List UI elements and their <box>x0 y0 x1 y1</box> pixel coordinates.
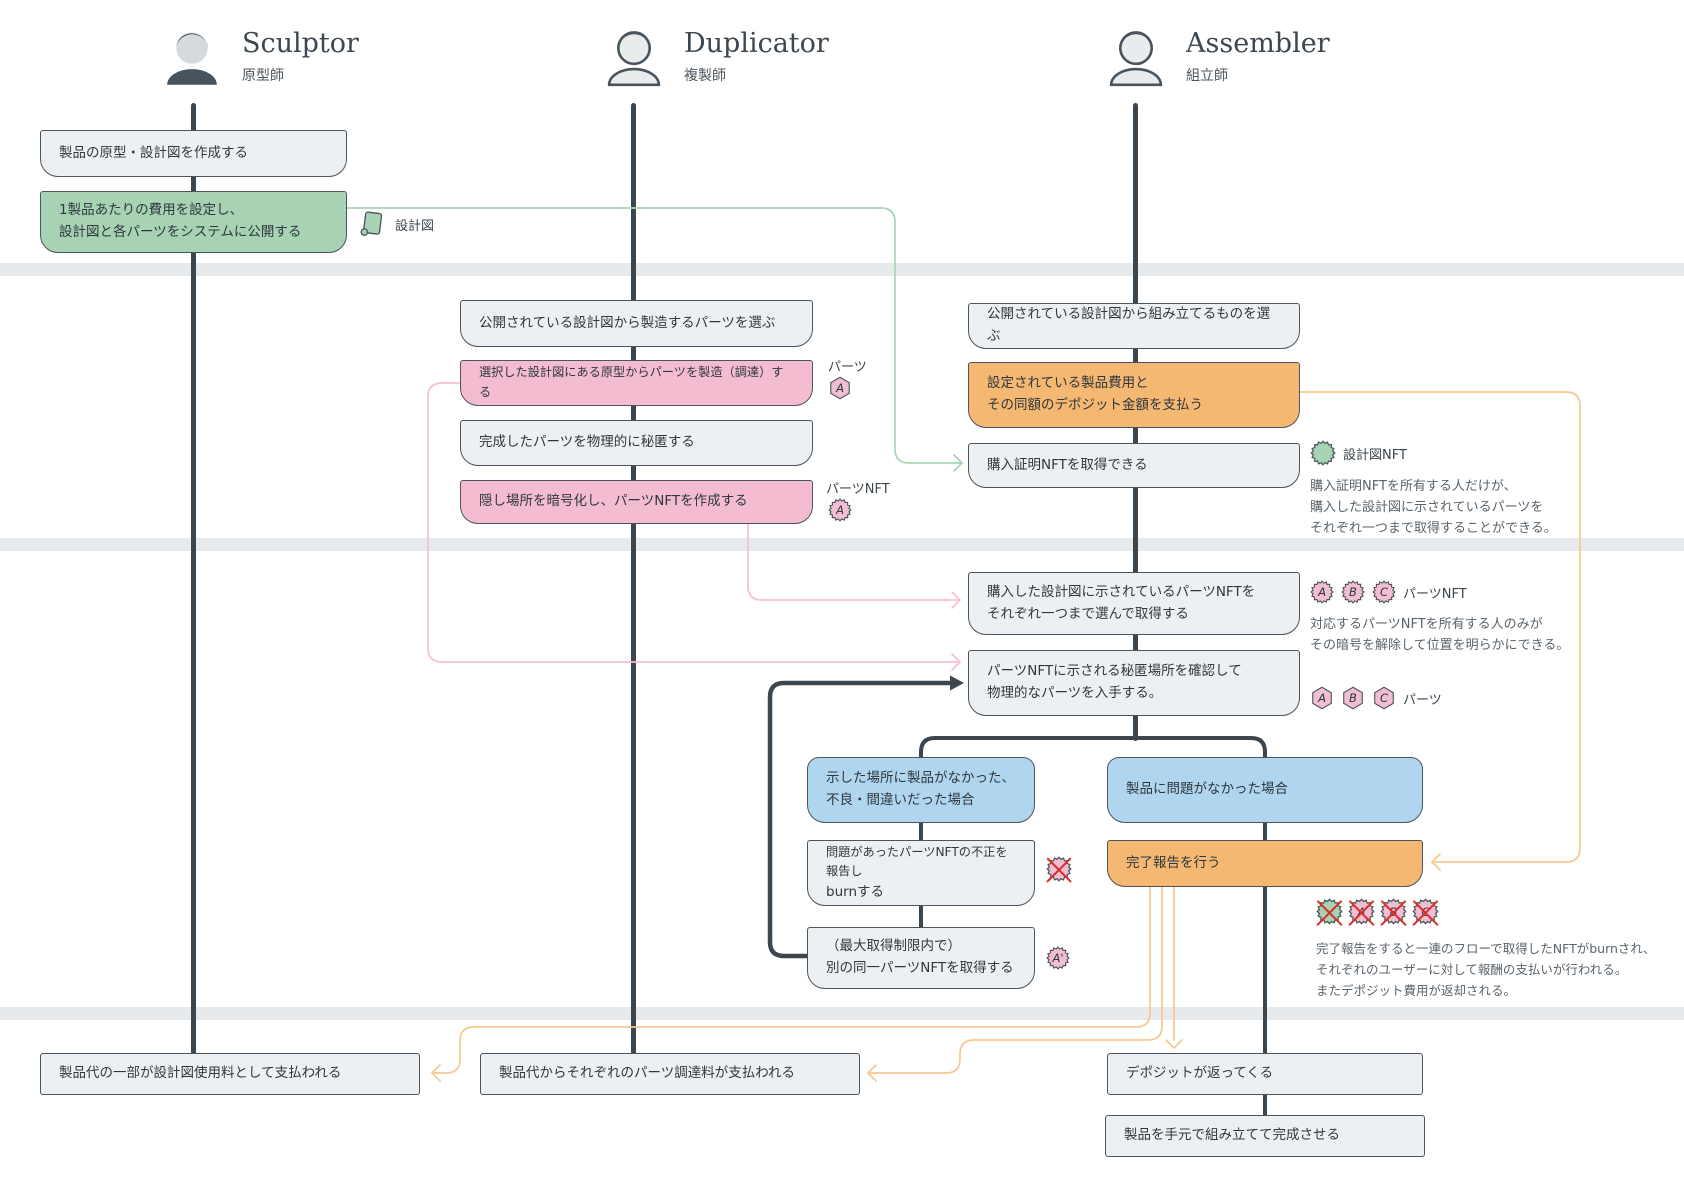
parts-nft-badge-row: A <box>828 498 852 522</box>
blueprint-nft-annotation: 設計図NFT <box>1310 440 1407 466</box>
connector-deposit-return-arrow <box>1165 1039 1183 1049</box>
step-get-physical-parts: パーツNFTに示される秘匿場所を確認して 物理的なパーツを入手する。 <box>968 650 1300 716</box>
burned-parts-nft-annotation <box>1046 856 1072 882</box>
part-c-icon: C <box>1372 686 1396 710</box>
connector-parts-flow <box>427 382 961 663</box>
burned-nft-row: A B C <box>1316 898 1439 925</box>
actor-sculptor: Sculptor 原型師 <box>158 22 359 90</box>
burned-parts-nft-b-icon: B <box>1380 898 1407 925</box>
part-a-icon: A <box>1310 686 1334 710</box>
blueprint-label: 設計図 <box>395 218 435 234</box>
connector-retry-loop <box>767 680 953 959</box>
parts-nft-c-icon: C <box>1372 580 1396 604</box>
actor-name: Assembler <box>1186 27 1330 59</box>
actor-duplicator: Duplicator 複製師 <box>600 22 829 90</box>
actor-name: Duplicator <box>684 27 829 59</box>
actor-assembler: Assembler 組立師 <box>1102 22 1330 90</box>
burned-blueprint-nft-icon <box>1316 898 1343 925</box>
parts-nft-aprime-annotation: A' <box>1046 946 1070 970</box>
actor-role: 原型師 <box>242 67 284 84</box>
parts-nft-a-icon: A <box>1310 580 1334 604</box>
blueprint-annotation: 設計図 <box>356 208 434 240</box>
parts-nft-label: パーツNFT <box>1403 586 1467 602</box>
step-acquire-another-nft: （最大取得制限内で） 別の同一パーツNFTを取得する <box>807 927 1035 989</box>
connector-payout-duplicator-arrow <box>867 1064 877 1082</box>
parts-badge-row: A <box>828 376 852 400</box>
branch-fork <box>919 736 1267 759</box>
phase-separator <box>0 263 1684 276</box>
step-hide-parts: 完成したパーツを物理的に秘匿する <box>460 420 813 466</box>
actor-role: 複製師 <box>684 67 726 84</box>
blueprint-nft-icon <box>1310 440 1336 466</box>
connector-payout-sculptor <box>431 886 1151 1074</box>
connector-blueprint <box>346 207 963 464</box>
parts-nft-b-icon: B <box>1341 580 1365 604</box>
duplicator-lifeline <box>631 103 636 1074</box>
blueprint-scroll-icon <box>360 211 383 236</box>
completion-note: 完了報告をすると一連のフローで取得したNFTがburnされ、 それぞれのユーザー… <box>1316 941 1656 998</box>
parts-nft-a-prime-icon: A' <box>1046 946 1070 970</box>
connector-payout-duplicator <box>867 886 1163 1074</box>
sculptor-lifeline <box>191 103 196 1074</box>
actor-role: 組立師 <box>1186 67 1228 84</box>
connector-parts-nft-flow <box>747 523 961 601</box>
parts-nft-a-icon: A <box>828 498 852 522</box>
step-assemble-product: 製品を手元で組み立てて完成させる <box>1105 1115 1425 1157</box>
parts-nft-label: パーツNFT <box>826 482 890 497</box>
cond-product-ok: 製品に問題がなかった場合 <box>1107 757 1423 823</box>
parts-nft-abc-row: A B C パーツNFT <box>1310 580 1467 604</box>
payout-sculptor: 製品代の一部が設計図使用料として支払われる <box>40 1053 420 1095</box>
step-get-purchase-proof-nft: 購入証明NFTを取得できる <box>968 443 1300 488</box>
deposit-return: デポジットが返ってくる <box>1107 1053 1423 1095</box>
parts-label: パーツ <box>828 360 867 375</box>
sculptor-avatar-icon <box>167 32 217 85</box>
actor-name: Sculptor <box>242 27 359 59</box>
step-report-burn: 問題があったパーツNFTの不正を報告し burnする <box>807 840 1035 906</box>
duplicator-avatar-icon <box>607 31 661 87</box>
step-choose-product: 公開されている設計図から組み立てるものを選ぶ <box>968 303 1300 349</box>
step-pay-cost-deposit: 設定されている製品費用と その同額のデポジット金額を支払う <box>968 362 1300 428</box>
parts-abc-row: A B C パーツ <box>1310 686 1442 710</box>
connector-retry-loop-arrow <box>950 675 964 691</box>
payout-duplicator: 製品代からそれぞれのパーツ調達料が支払われる <box>480 1053 860 1095</box>
blueprint-nft-label: 設計図NFT <box>1343 447 1407 463</box>
step-encrypt-create-parts-nft: 隠し場所を暗号化し、パーツNFTを作成する <box>460 480 813 524</box>
connector-parts-nft-flow-arrow <box>951 591 961 609</box>
connector-deposit <box>1299 391 1581 863</box>
connector-payout-sculptor-arrow <box>431 1064 441 1082</box>
assembler-avatar-icon <box>1109 31 1163 87</box>
part-b-icon: B <box>1341 686 1365 710</box>
purchase-proof-note: 購入証明NFTを所有する人だけが、 購入した設計図に示されているパーツを それぞ… <box>1310 479 1557 536</box>
burned-parts-nft-icon <box>1046 856 1072 882</box>
parts-label: パーツ <box>1403 692 1442 708</box>
burned-parts-nft-a-icon: A <box>1348 898 1375 925</box>
step-choose-parts-to-make: 公開されている設計図から製造するパーツを選ぶ <box>460 300 813 347</box>
part-a-icon: A <box>828 376 852 400</box>
connector-parts-flow-arrow <box>951 653 961 671</box>
step-set-cost-publish: 1製品あたりの費用を設定し、 設計図と各パーツをシステムに公開する <box>40 191 347 253</box>
step-create-prototype-blueprint: 製品の原型・設計図を作成する <box>40 130 347 177</box>
parts-nft-note: 対応するパーツNFTを所有する人のみが その暗号を解除して位置を明らかにできる。 <box>1310 617 1570 653</box>
burned-parts-nft-c-icon: C <box>1412 898 1439 925</box>
connector-deposit-arrow <box>1431 853 1441 871</box>
connector-blueprint-arrow <box>953 454 963 472</box>
cond-product-missing: 示した場所に製品がなかった、 不良・間違いだった場合 <box>807 757 1035 823</box>
step-complete-report: 完了報告を行う <box>1107 840 1423 887</box>
step-manufacture-parts: 選択した設計図にある原型からパーツを製造（調達）する <box>460 360 813 406</box>
step-acquire-parts-nft: 購入した設計図に示されているパーツNFTを それぞれ一つまで選んで取得する <box>968 572 1300 635</box>
phase-separator <box>0 538 1684 551</box>
